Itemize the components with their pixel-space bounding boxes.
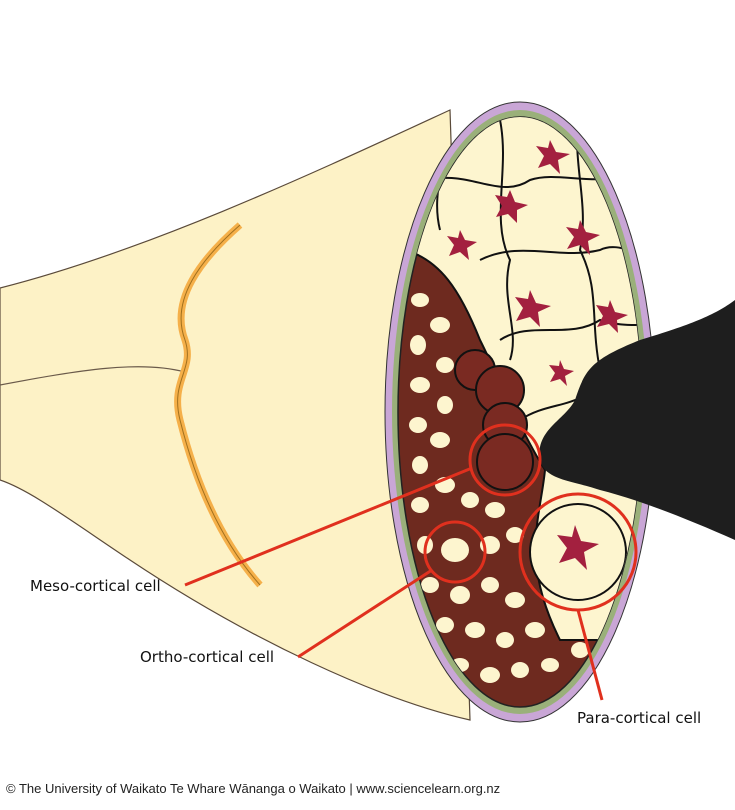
meso-pointer [184, 466, 473, 587]
ortho-pointer [297, 568, 433, 659]
para-pointer [576, 609, 604, 701]
meso-cells [454, 349, 534, 491]
para-cortical-label: Para-cortical cell [577, 709, 702, 727]
meso-cortical-label: Meso-cortical cell [30, 577, 161, 595]
meso-highlight [468, 423, 542, 497]
fibre-tip [539, 300, 735, 540]
copyright-footer: © The University of Waikato Te Whare Wān… [6, 781, 501, 796]
ortho-highlight [423, 520, 487, 584]
ortho-cortex-macrofibrils [409, 293, 589, 683]
ortho-cortical-label: Ortho-cortical cell [140, 648, 275, 666]
fibre-scale-line [0, 366, 186, 386]
fibre-body [0, 109, 471, 721]
para-cell-stars [447, 140, 628, 386]
